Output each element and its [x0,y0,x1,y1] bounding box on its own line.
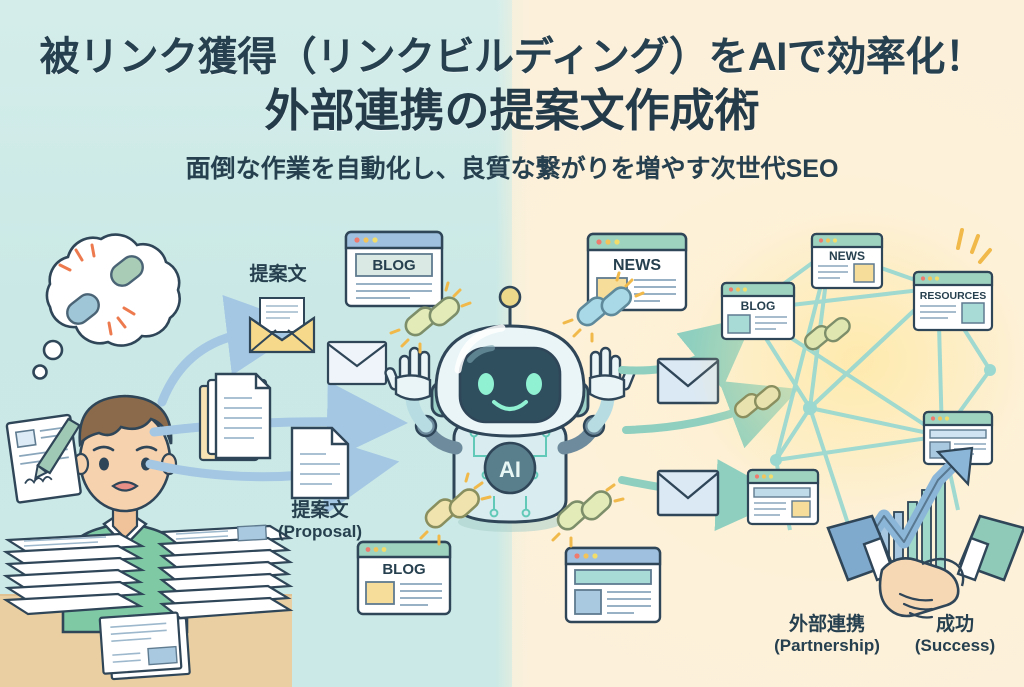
proposal-documents-stack [198,372,272,462]
person-hair [78,394,173,448]
proposal-label: 提案文 (Proposal) [277,500,363,541]
document-with-pen [5,413,82,504]
desk-documents [98,611,191,681]
chain-link-icon-blog-left [389,281,472,354]
envelope-flat-1-icon [326,340,388,386]
browser-title-blog-bottom-left: BLOG [382,561,425,578]
browser-window-node-blog[interactable]: BLOG [720,281,796,341]
robot-right-arm [557,346,636,455]
ai-robot: AI [384,285,636,532]
robot-left-arm [384,346,463,455]
chain-link-icon-net-b [733,384,781,419]
browser-title-news-center: NEWS [613,257,661,274]
header-block: 被リンク獲得（リンクビルディング）をAIで効率化！ 外部連携の提案文作成術 面倒… [0,0,1024,200]
broken-chain-icon [58,243,144,336]
chain-link-icon-lower-mid [551,483,625,548]
chain-link-icon-net-a [803,316,851,351]
paper-stack-right [157,524,294,620]
envelope-open-proposal-icon [248,297,316,354]
partnership-label: 外部連携 (Partnership) [774,614,880,655]
browser-title-blog-top-left: BLOG [372,257,415,274]
browser-window-page-center-low[interactable] [564,546,662,624]
handshake-icon [826,514,1024,619]
robot-chest-label: AI [499,457,521,482]
chain-link-icon-lower-left [419,472,492,546]
page-title-line2: 外部連携の提案文作成術 [264,85,760,136]
proposal-document-single [290,426,350,500]
page-title-line1: 被リンク獲得（リンクビルディング）をAIで効率化！ [39,35,985,79]
browser-window-node-resources[interactable]: RESOURCES [912,270,994,332]
browser-title-node-blog: BLOG [741,299,776,313]
proposal-top-label: 提案文 [249,264,307,285]
envelope-out-bottom-icon [656,469,720,517]
browser-window-node-page-2[interactable] [746,468,820,526]
page-subtitle: 面倒な作業を自動化し、良質な繋がりを増やす次世代SEO [185,155,839,184]
success-label: 成功 (Success) [914,614,996,655]
browser-title-node-resources: RESOURCES [920,290,987,302]
robot-face-visor [458,346,562,424]
thought-bubble [32,233,181,380]
browser-window-blog-bottom-left[interactable]: BLOG [356,540,452,616]
paper-stack-left [2,532,146,616]
browser-window-node-news[interactable]: NEWS [810,232,884,290]
browser-window-blog-top-left[interactable]: BLOG [344,230,444,308]
browser-title-node-news: NEWS [829,249,865,263]
chain-link-icon-robot-right [562,271,645,343]
